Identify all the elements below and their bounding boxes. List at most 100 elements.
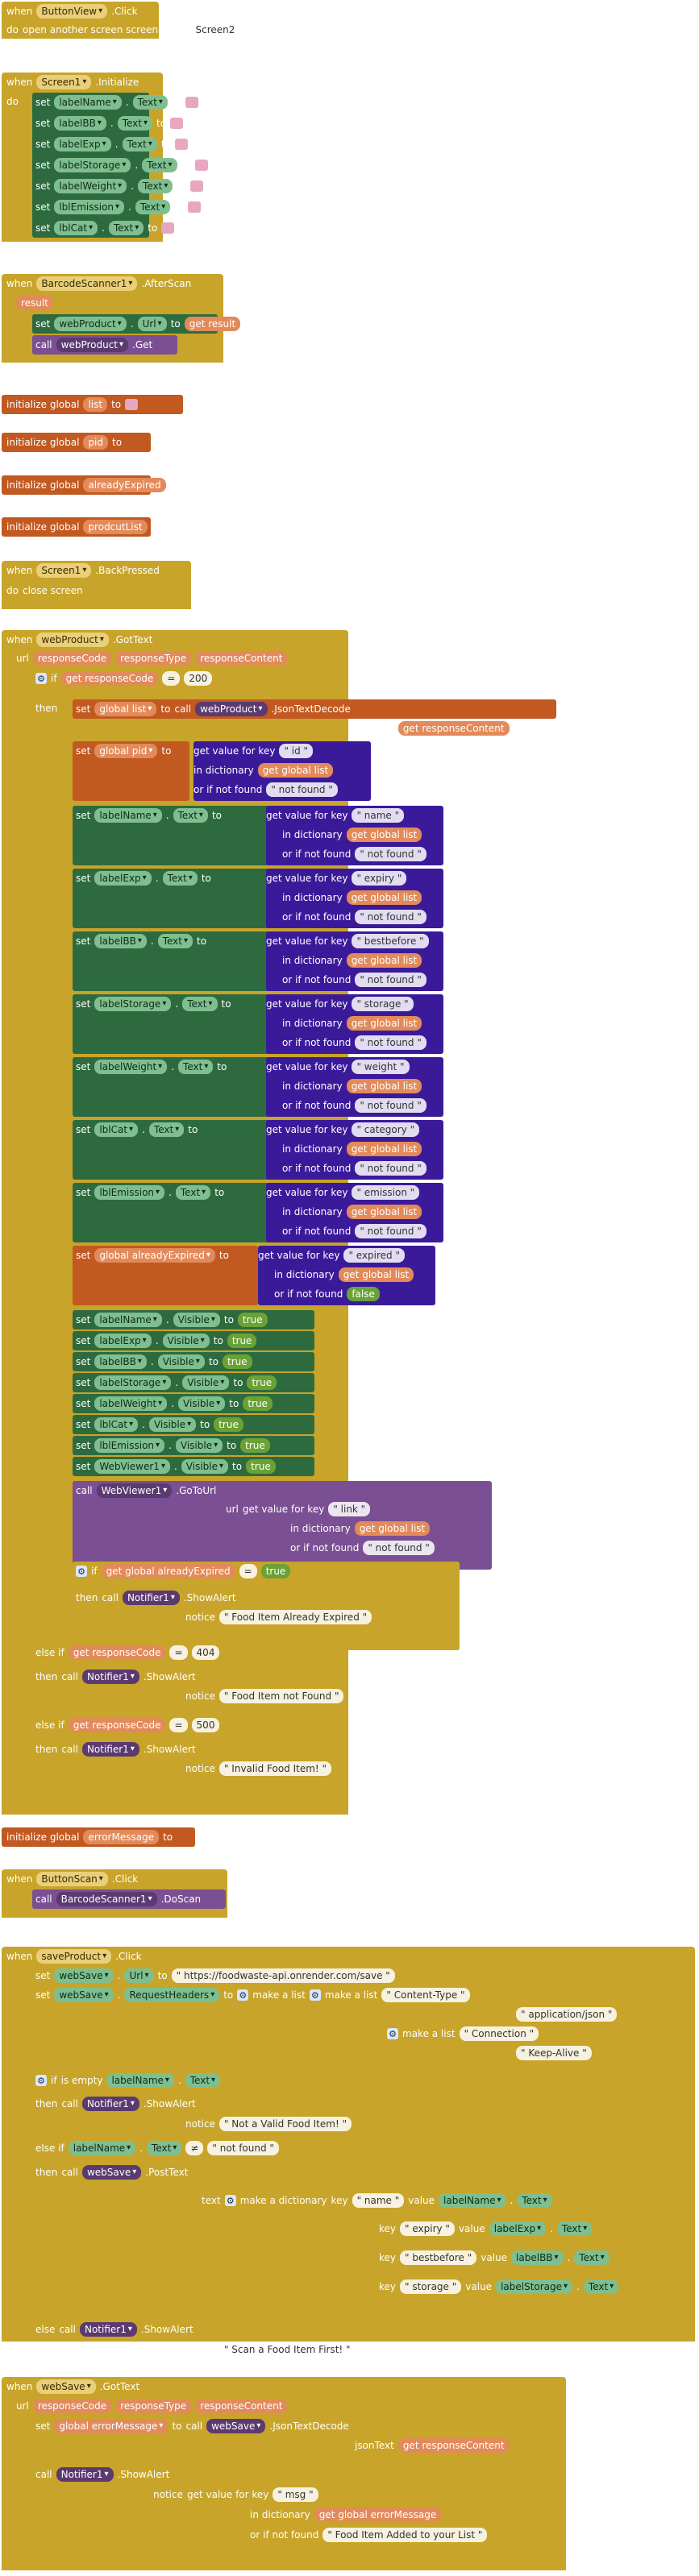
property-dropdown[interactable]: Url	[137, 317, 167, 331]
property-dropdown[interactable]: Text	[157, 934, 193, 948]
property-dropdown[interactable]: Text	[556, 2221, 593, 2236]
text-literal[interactable]: " Keep-Alive "	[516, 2046, 592, 2060]
empty-text-block[interactable]	[188, 201, 202, 213]
component-dropdown[interactable]: Screen1	[36, 75, 92, 89]
component-dropdown[interactable]: labelWeight	[94, 1396, 168, 1411]
property-dropdown[interactable]: Text	[173, 808, 208, 823]
global-var[interactable]: global alreadyExpired	[94, 1248, 215, 1263]
block-row[interactable]: notice" Invalid Food Item! "	[185, 1760, 332, 1777]
property-dropdown[interactable]: Visible	[178, 1396, 226, 1411]
get-responsecode[interactable]: get responseCode	[68, 1718, 166, 1732]
component-dropdown[interactable]: labelName	[94, 1313, 162, 1327]
logic-false[interactable]: false	[347, 1287, 380, 1301]
global-name[interactable]: pid	[83, 435, 109, 450]
empty-text-block[interactable]	[190, 180, 204, 192]
text-literal[interactable]: " Connection "	[459, 2026, 539, 2041]
text-literal[interactable]: " Food Item not Found "	[218, 1689, 344, 1703]
global-var[interactable]: global errorMessage	[54, 2419, 169, 2433]
block-row[interactable]: notice" Food Item not Found "	[185, 1687, 344, 1705]
property-dropdown[interactable]: Text	[122, 137, 157, 151]
component-dropdown[interactable]: webProduct	[54, 317, 127, 331]
text-literal[interactable]: " bestbefore "	[400, 2250, 477, 2265]
empty-text-block[interactable]	[185, 97, 198, 108]
mutator-gear-icon[interactable]: ⚙	[309, 1989, 321, 2001]
block-row[interactable]: notice" Food Item Already Expired "	[185, 1608, 372, 1626]
get-global-expired[interactable]: get global alreadyExpired	[101, 1564, 235, 1578]
component-dropdown[interactable]: labelStorage	[94, 1375, 172, 1390]
component-dropdown[interactable]: labelExp	[54, 137, 111, 151]
number-404[interactable]: 404	[191, 1645, 220, 1660]
property-dropdown[interactable]: Text	[162, 871, 198, 886]
component-dropdown[interactable]: webProduct	[195, 702, 268, 716]
component-dropdown[interactable]: WebViewer1	[94, 1459, 170, 1474]
text-literal[interactable]: " not found "	[355, 1098, 426, 1113]
component-dropdown[interactable]: labelBB	[511, 2250, 564, 2265]
block-row[interactable]: or if not found" Food Item Added to your…	[250, 2526, 488, 2544]
component-dropdown[interactable]: labelStorage	[496, 2279, 573, 2294]
property-dropdown[interactable]: Visible	[173, 1313, 220, 1327]
mutator-gear-icon[interactable]: ⚙	[237, 1989, 249, 2001]
global-name[interactable]: errorMessage	[83, 1830, 160, 1844]
block-row[interactable]: result	[16, 294, 53, 312]
logic-true[interactable]: true	[240, 1438, 270, 1453]
param[interactable]: responseCode	[32, 2399, 112, 2413]
component-dropdown[interactable]: labelName	[106, 2073, 174, 2088]
param[interactable]: responseType	[115, 2399, 192, 2413]
text-literal[interactable]: " bestbefore "	[352, 934, 429, 948]
get-global-list[interactable]: get global list	[257, 763, 334, 778]
eq-op[interactable]: =	[162, 671, 181, 686]
block-row[interactable]: get value for key" name "	[266, 807, 405, 824]
get-global-list[interactable]: get global list	[354, 1521, 431, 1536]
get-global-list[interactable]: get global list	[346, 1079, 422, 1093]
block-row[interactable]: or if not found" not found "	[282, 1222, 426, 1240]
block-row[interactable]: get value for key" bestbefore "	[266, 932, 429, 950]
component-dropdown[interactable]: lblEmission	[94, 1185, 165, 1200]
get-global-list[interactable]: get global list	[346, 1016, 422, 1031]
block-row[interactable]: get value for key" category "	[266, 1121, 420, 1139]
text-literal[interactable]: " not found "	[355, 973, 426, 987]
event-backpressed[interactable]	[2, 561, 191, 609]
text-literal[interactable]: " emission "	[352, 1185, 420, 1200]
block-row[interactable]: or if not found" not found "	[282, 845, 426, 863]
param[interactable]: responseContent	[195, 651, 288, 666]
block-row[interactable]: notice" Not a Valid Food Item! "	[185, 2115, 352, 2133]
component-dropdown[interactable]: saveProduct	[36, 1949, 112, 1964]
eq-op[interactable]: =	[239, 1564, 257, 1578]
component-dropdown[interactable]: Notifier1	[81, 1742, 139, 1757]
text-literal[interactable]: " category "	[352, 1122, 420, 1137]
param[interactable]: responseContent	[195, 2399, 288, 2413]
component-dropdown[interactable]: Screen1	[36, 563, 92, 578]
block-row[interactable]: do	[6, 93, 19, 110]
block-row[interactable]: get value for key" expired "	[258, 1247, 405, 1264]
text-literal[interactable]: " not found "	[266, 782, 338, 797]
